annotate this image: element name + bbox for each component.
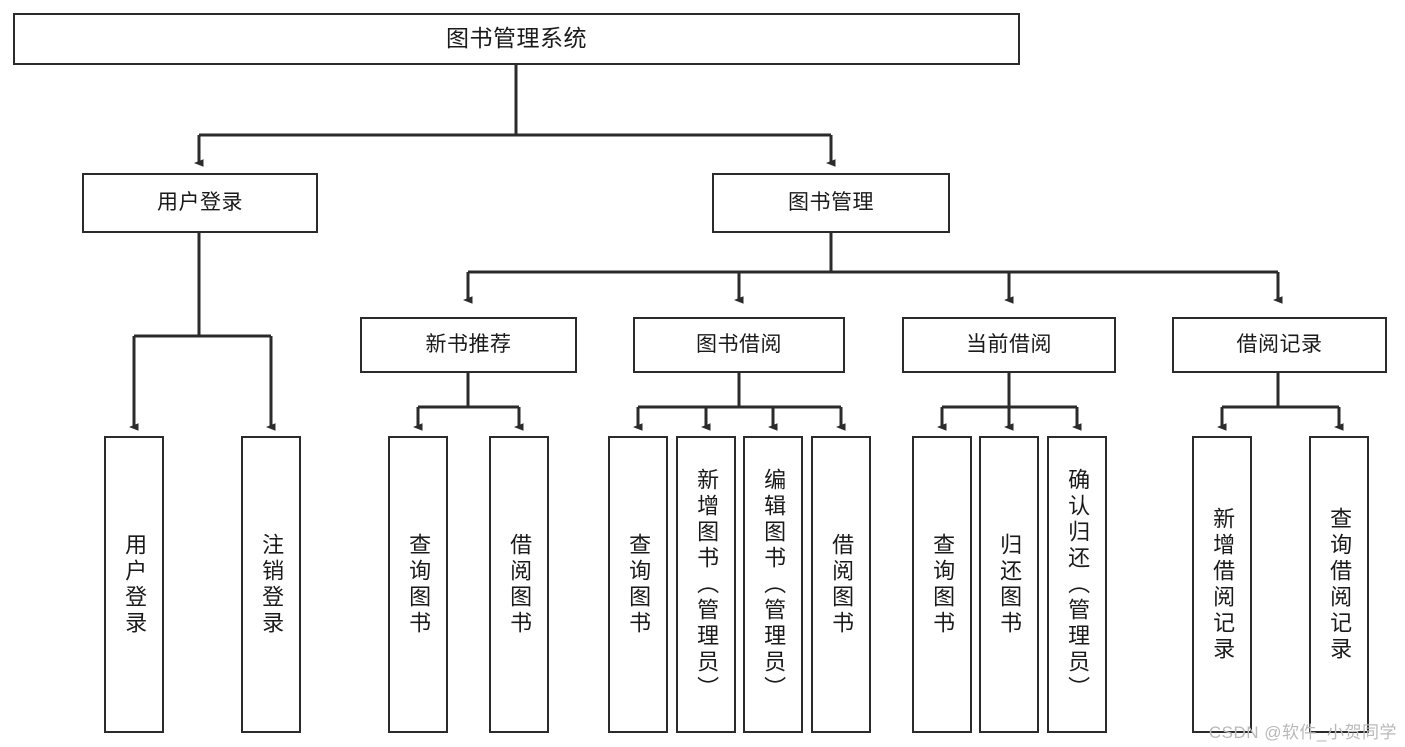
node-leaf-query-book-borrowing[interactable]: 查询图书	[608, 436, 668, 733]
node-label: 用户登录	[157, 191, 243, 215]
node-leaf-query-book-recommendation[interactable]: 查询图书	[388, 436, 448, 733]
node-leaf-borrow-book[interactable]: 借阅图书	[811, 436, 871, 733]
node-label: 编辑图书（管理员）	[761, 467, 787, 702]
node-label: 新增借阅记录	[1210, 506, 1236, 663]
node-label: 图书管理	[788, 191, 874, 215]
node-current-borrowing[interactable]: 当前借阅	[902, 317, 1116, 373]
node-book-management[interactable]: 图书管理	[712, 173, 950, 233]
node-label: 查询图书	[626, 532, 652, 637]
node-book-borrowing[interactable]: 图书借阅	[633, 317, 845, 373]
node-label: 查询图书	[930, 532, 956, 637]
node-root-book-management-system[interactable]: 图书管理系统	[13, 13, 1020, 65]
node-leaf-edit-book-admin[interactable]: 编辑图书（管理员）	[743, 436, 803, 733]
node-label: 借阅图书	[829, 532, 855, 637]
node-label: 新增图书（管理员）	[694, 467, 720, 702]
node-leaf-add-book-admin[interactable]: 新增图书（管理员）	[676, 436, 736, 733]
node-leaf-borrow-book-recommendation[interactable]: 借阅图书	[489, 436, 549, 733]
node-label: 当前借阅	[966, 333, 1052, 357]
node-leaf-query-book-current[interactable]: 查询图书	[912, 436, 972, 733]
node-label: 查询借阅记录	[1327, 506, 1353, 663]
node-label: 注销登录	[259, 532, 285, 637]
node-leaf-add-borrowing-record[interactable]: 新增借阅记录	[1192, 436, 1252, 733]
node-label: 借阅图书	[507, 532, 533, 637]
node-label: 用户登录	[122, 532, 148, 637]
node-label: 确认归还（管理员）	[1065, 467, 1091, 702]
node-label: 借阅记录	[1236, 333, 1323, 357]
node-leaf-return-book[interactable]: 归还图书	[979, 436, 1039, 733]
node-borrowing-records[interactable]: 借阅记录	[1172, 317, 1387, 373]
node-leaf-confirm-return-admin[interactable]: 确认归还（管理员）	[1047, 436, 1107, 733]
node-label: 查询图书	[406, 532, 432, 637]
csdn-watermark: CSDN @软件_小贺同学	[1208, 723, 1397, 742]
node-label: 新书推荐	[425, 333, 512, 357]
node-user-login[interactable]: 用户登录	[82, 173, 318, 233]
node-leaf-query-borrowing-record[interactable]: 查询借阅记录	[1309, 436, 1369, 733]
node-new-book-recommendation[interactable]: 新书推荐	[360, 317, 577, 373]
node-leaf-logout[interactable]: 注销登录	[241, 436, 301, 733]
node-leaf-user-login[interactable]: 用户登录	[104, 436, 164, 733]
node-label: 图书管理系统	[446, 25, 587, 52]
node-label: 归还图书	[997, 532, 1023, 637]
node-label: 图书借阅	[696, 333, 782, 357]
